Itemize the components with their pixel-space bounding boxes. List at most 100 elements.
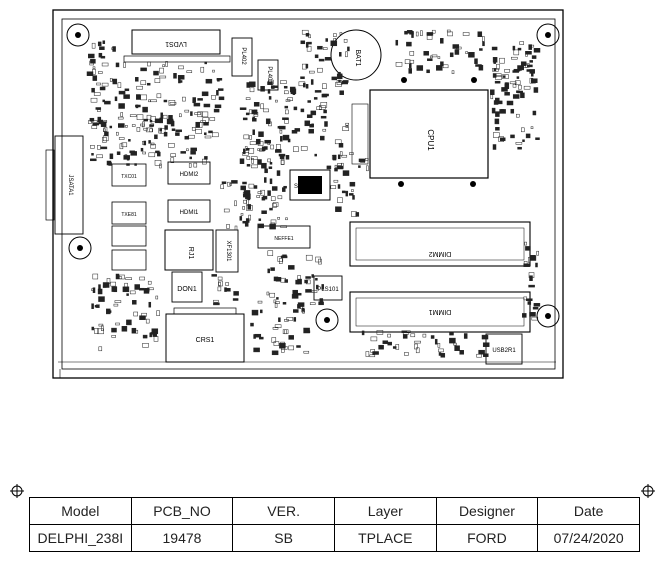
smd-part xyxy=(209,117,216,121)
smd-part xyxy=(532,110,537,116)
smd-part xyxy=(134,329,139,334)
smd-part xyxy=(156,93,162,99)
smd-part xyxy=(334,139,342,145)
smd-part xyxy=(170,153,176,157)
smd-part xyxy=(404,352,409,356)
smd-part xyxy=(476,353,482,358)
smd-part xyxy=(334,164,338,168)
smd-part xyxy=(339,52,342,57)
dimm1-label: DIMM1 xyxy=(429,308,452,315)
smd-part xyxy=(94,328,99,334)
smd-part xyxy=(277,256,284,262)
smd-part xyxy=(325,38,328,42)
smd-part xyxy=(113,286,118,293)
smd-part xyxy=(324,121,328,127)
smd-part xyxy=(516,76,520,79)
smd-part xyxy=(98,52,103,58)
smd-part xyxy=(495,73,502,77)
smd-part xyxy=(118,103,125,109)
smd-part xyxy=(116,151,121,155)
smd-part xyxy=(97,41,102,47)
smd-part xyxy=(91,326,95,331)
smd-part xyxy=(351,189,354,192)
hdmi1-label: HDMI1 xyxy=(180,210,199,216)
smd-part xyxy=(213,299,219,303)
smd-part xyxy=(135,77,139,82)
smd-part xyxy=(126,319,132,326)
pcb-board-layout: LVDS1 PL402 PL403 BAT1 CPU1 HDMI2 HDMI1 … xyxy=(45,9,564,379)
smd-part xyxy=(436,65,443,71)
smd-part xyxy=(91,125,98,129)
smd-part xyxy=(245,218,250,223)
smd-part xyxy=(449,337,456,344)
smd-part xyxy=(140,67,147,72)
smd-part xyxy=(522,139,525,142)
smd-part xyxy=(231,180,238,184)
smd-part xyxy=(305,254,313,261)
smd-part xyxy=(306,114,313,118)
smd-part xyxy=(193,102,201,107)
value-pcb-no: 19478 xyxy=(130,524,234,552)
smd-part xyxy=(297,275,301,281)
smd-part xyxy=(422,333,427,338)
smd-part xyxy=(395,62,403,67)
smd-part xyxy=(192,97,196,103)
smd-part xyxy=(520,61,527,66)
smd-part xyxy=(336,165,344,170)
smd-part xyxy=(517,146,522,150)
smd-part xyxy=(300,304,303,309)
smd-part xyxy=(248,214,251,221)
smd-part xyxy=(459,350,464,355)
smd-part xyxy=(153,336,159,342)
smd-part xyxy=(338,79,341,83)
smd-part xyxy=(271,350,279,356)
smd-part xyxy=(194,112,201,115)
smd-part xyxy=(387,333,391,338)
smd-part xyxy=(531,316,539,321)
smd-part xyxy=(518,84,522,90)
smd-part xyxy=(324,57,332,61)
smd-part xyxy=(333,179,339,183)
smd-part xyxy=(269,223,276,230)
smd-part xyxy=(99,46,105,50)
smd-part xyxy=(256,195,260,198)
smd-part xyxy=(116,131,119,136)
smd-part xyxy=(217,79,220,82)
smd-part xyxy=(92,122,99,126)
smd-part xyxy=(240,185,246,191)
smd-part xyxy=(300,76,305,79)
smd-part xyxy=(529,275,533,281)
smd-part xyxy=(491,107,496,114)
smd-part xyxy=(102,40,106,44)
smd-part xyxy=(288,266,295,269)
smd-part xyxy=(184,109,190,113)
smd-part xyxy=(201,111,209,118)
smd-part xyxy=(420,30,423,36)
smd-part xyxy=(532,306,539,310)
smd-part xyxy=(395,344,400,350)
smd-part xyxy=(311,274,314,278)
smd-part xyxy=(523,263,530,267)
smd-part xyxy=(249,87,255,93)
smd-part xyxy=(495,127,500,131)
smd-part xyxy=(259,336,264,340)
smd-part xyxy=(100,146,108,150)
smd-part xyxy=(347,46,350,52)
smd-part xyxy=(129,114,137,117)
smd-part xyxy=(226,288,231,292)
smd-part xyxy=(449,331,454,336)
pl402-label: PL402 xyxy=(240,47,246,65)
smd-part xyxy=(430,335,435,339)
smd-part xyxy=(321,284,324,290)
smd-part xyxy=(304,120,311,127)
smd-part xyxy=(479,48,483,51)
smd-part xyxy=(248,148,255,154)
smd-part xyxy=(273,341,280,346)
smd-part xyxy=(382,340,389,344)
smd-part xyxy=(90,158,97,162)
smd-part xyxy=(533,48,541,53)
smd-part xyxy=(126,293,129,296)
smd-part xyxy=(143,118,148,122)
smd-part xyxy=(309,70,315,74)
smd-part xyxy=(516,113,520,118)
